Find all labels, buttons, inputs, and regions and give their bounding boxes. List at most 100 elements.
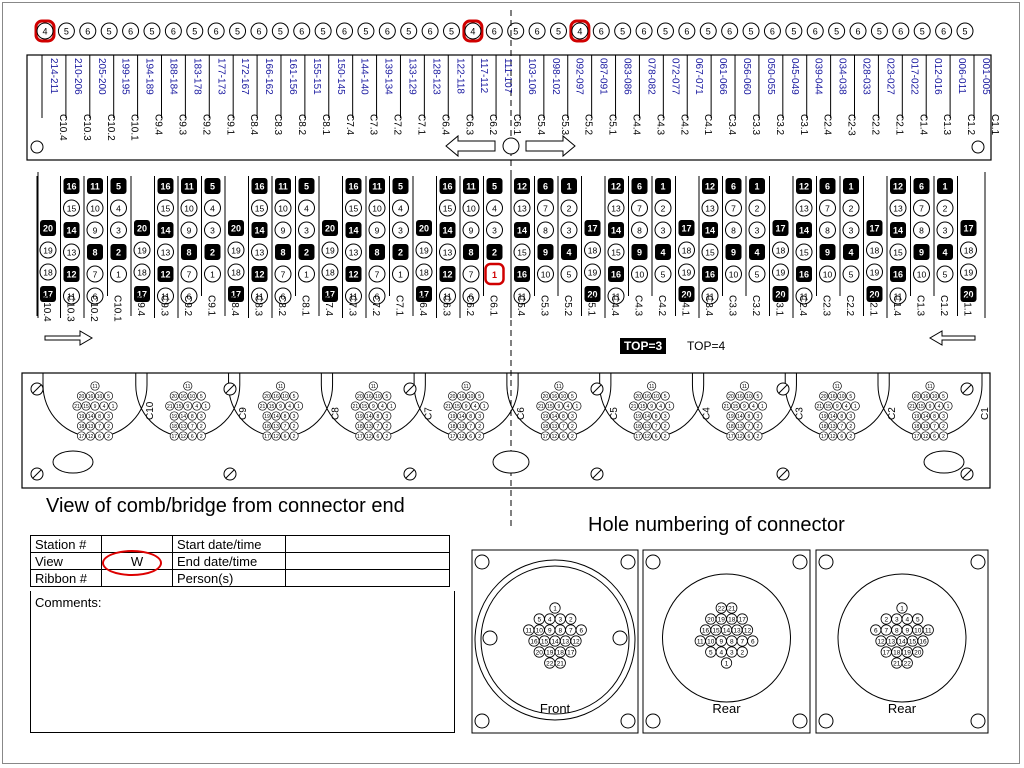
mid-hole-number: 3 [661,226,666,236]
connector-pin-number: 15 [640,404,646,410]
connector-pin [350,401,360,411]
mid-hole-filled [416,220,432,236]
mid-hole-filled [110,244,127,260]
connector-pin-number: 9 [186,404,189,410]
connector-pin-number: 14 [923,414,929,420]
connector-pin-number: 14 [88,414,94,420]
screw-slot [405,469,415,479]
connector-pin [929,421,940,431]
mid-hole-filled [913,178,930,194]
mid-hole-number: 8 [919,226,924,236]
connector-pin-number: 15 [362,404,368,410]
connector-pin [540,411,550,421]
connector-pin-number: 2 [385,424,388,430]
connector-pin [294,401,304,411]
top-hole-circle [378,22,396,40]
mid-hole-number: 4 [566,248,571,258]
mid-hole-open [725,265,742,283]
mid-hole-open [86,199,104,217]
connector-pin-number: 11 [371,384,376,390]
connector-pin [373,431,383,441]
mid-hole-filled [631,178,648,194]
mid-hole-number: 10 [372,204,382,214]
panel-pin-number: 22 [904,661,912,668]
connector-pin [721,401,731,411]
range-label: 061-066 [717,58,728,95]
connector-pin [558,391,568,401]
mid-hole-number: 12 [893,182,903,192]
connector-pin [554,401,564,411]
connector-pin [925,401,935,411]
rear-ring [837,573,967,703]
comments-field[interactable]: Comments: [30,591,455,733]
range-label: 183-178 [191,58,202,95]
mid-hole-number: 16 [160,182,170,192]
panel-pin-number: 5 [709,650,713,657]
connector-pin [466,431,476,441]
comb-slot-label: C9.4 [153,114,164,136]
mid-hole-number: 16 [893,270,903,280]
mid-hole-filled [890,266,906,282]
top-hole-circle [828,22,846,40]
range-label: 188-184 [167,58,178,95]
connector-pin [665,401,675,411]
connector-pin [187,411,197,421]
top-hole-circle [785,22,803,40]
comb-slot-label: C2.4 [822,114,833,136]
mid-hole-number: 15 [517,248,527,258]
mid-hole-filled [134,220,150,236]
comb-slot-label: C4.4 [631,114,642,136]
connector-pin [187,431,197,441]
end-field[interactable] [285,552,450,570]
connector-pin [289,391,299,401]
connector-pin-number: 20 [171,394,177,400]
panel-pin-number: 18 [728,617,736,624]
connector-pin [99,401,109,411]
connector-pin-number: 17 [79,434,85,440]
mid-hole-number: 14 [66,226,76,236]
connector-pin [280,431,290,441]
panel-pin-number: 13 [562,639,570,646]
top-hole-circle [892,22,910,40]
mid-hole-number: 11 [706,292,715,302]
connector-pin [364,421,374,431]
connector-pin-number: 19 [635,414,641,420]
connector-pin-number: 15 [918,404,924,410]
mid-hole-number: 14 [705,226,715,236]
panel-corner-hole-icon [970,554,986,570]
mid-hole-open [204,221,221,239]
connector-pin [633,411,643,421]
range-label: 177-173 [215,58,226,95]
connector-pin-number: 19 [728,414,734,420]
comb-slot-label: C4.3 [654,114,665,136]
connector-pin-number: 7 [655,424,658,430]
left-arrow-icon [445,134,496,158]
connector-pin-number: 1 [854,404,857,410]
top-hole-number: 6 [385,27,390,37]
connector-pin-number: 12 [552,434,558,440]
connector-pin [536,401,546,411]
connector-pin-number: 14 [552,414,558,420]
mid-hole-number: 4 [754,248,759,258]
connector-label: C1 [980,407,991,420]
top-hole-number: 5 [107,27,112,37]
panel-pin [570,635,582,647]
start-field[interactable] [285,535,450,553]
mid-slot-label: C2.1 [868,295,879,317]
mid-hole-number: 13 [705,204,715,214]
panel-corner-hole-icon [818,713,834,729]
mid-hole-number: 14 [611,226,621,236]
connector-pin-number: 21 [74,404,80,410]
panel-pin-number: 15 [541,639,549,646]
connector-pin-number: 11 [464,384,469,390]
comb-slot-label: C3.2 [774,114,785,136]
mid-hole-number: 12 [799,182,809,192]
connector-pin [368,401,378,411]
mid-hole-number: 14 [348,226,358,236]
mid-hole-filled [514,178,530,194]
panel-pin-number: 21 [728,606,736,613]
connector-pin-number: 1 [483,404,486,410]
person-field[interactable] [285,569,450,587]
mid-hole-open [486,221,503,239]
mid-slot-label: C1.1 [962,295,973,317]
